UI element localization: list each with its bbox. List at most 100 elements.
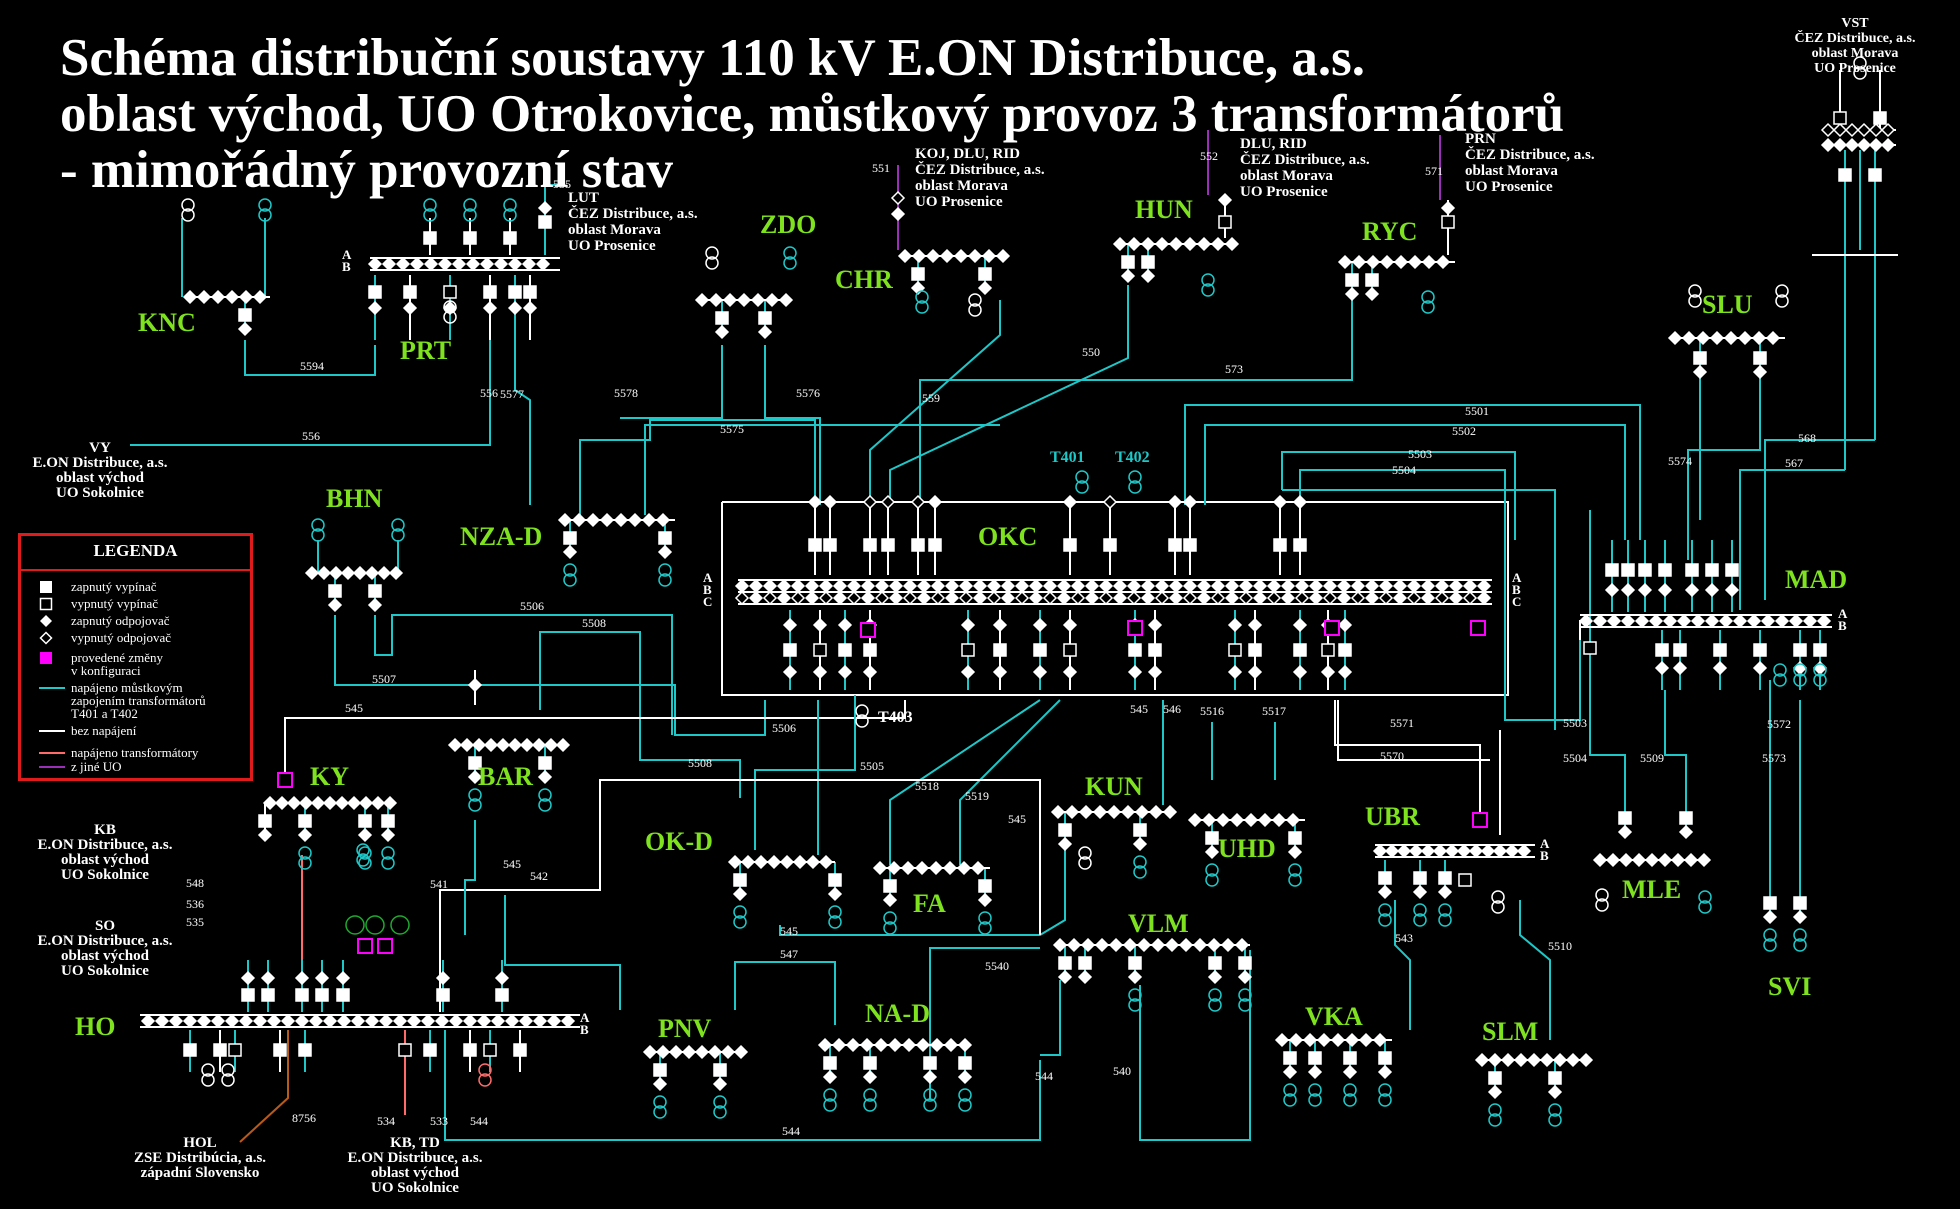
- closed-disconnector-icon[interactable]: [1440, 200, 1456, 216]
- open-disconnector-icon[interactable]: [1820, 122, 1836, 138]
- closed-disconnector-icon[interactable]: [776, 590, 792, 606]
- closed-disconnector-icon[interactable]: [224, 1013, 240, 1029]
- closed-disconnector-icon[interactable]: [1377, 884, 1393, 900]
- closed-disconnector-icon[interactable]: [376, 565, 392, 581]
- closed-disconnector-icon[interactable]: [1606, 613, 1622, 629]
- closed-disconnector-icon[interactable]: [1377, 1064, 1393, 1080]
- closed-disconnector-icon[interactable]: [1178, 937, 1194, 953]
- closed-disconnector-icon[interactable]: [237, 321, 253, 337]
- transformer-icon[interactable]: [978, 911, 992, 935]
- closed-breaker-icon[interactable]: [336, 988, 350, 1002]
- closed-disconnector-icon[interactable]: [1676, 613, 1692, 629]
- closed-disconnector-icon[interactable]: [435, 970, 451, 986]
- closed-disconnector-icon[interactable]: [1407, 254, 1423, 270]
- closed-disconnector-icon[interactable]: [334, 795, 350, 811]
- closed-disconnector-icon[interactable]: [1140, 268, 1156, 284]
- closed-disconnector-icon[interactable]: [1070, 578, 1086, 594]
- closed-disconnector-icon[interactable]: [1134, 804, 1150, 820]
- closed-disconnector-icon[interactable]: [409, 256, 425, 272]
- closed-disconnector-icon[interactable]: [942, 860, 958, 876]
- closed-breaker-icon[interactable]: [368, 285, 382, 299]
- closed-breaker-icon[interactable]: [1618, 811, 1632, 825]
- closed-disconnector-icon[interactable]: [1378, 578, 1394, 594]
- transformer-icon[interactable]: [538, 788, 552, 812]
- closed-disconnector-icon[interactable]: [655, 1044, 671, 1060]
- closed-disconnector-icon[interactable]: [782, 617, 798, 633]
- closed-disconnector-icon[interactable]: [1788, 613, 1804, 629]
- closed-breaker-icon[interactable]: [403, 285, 417, 299]
- closed-disconnector-icon[interactable]: [900, 860, 916, 876]
- open-disconnector-icon[interactable]: [1856, 122, 1872, 138]
- closed-disconnector-icon[interactable]: [1238, 578, 1254, 594]
- closed-disconnector-icon[interactable]: [874, 578, 890, 594]
- closed-disconnector-icon[interactable]: [764, 292, 780, 308]
- closed-breaker-icon[interactable]: [863, 643, 877, 657]
- closed-disconnector-icon[interactable]: [1844, 137, 1860, 153]
- closed-disconnector-icon[interactable]: [943, 1037, 959, 1053]
- closed-disconnector-icon[interactable]: [1084, 578, 1100, 594]
- transformer-icon[interactable]: [1078, 846, 1092, 870]
- closed-disconnector-icon[interactable]: [1448, 590, 1464, 606]
- closed-breaker-icon[interactable]: [1103, 538, 1117, 552]
- closed-breaker-icon[interactable]: [1238, 956, 1252, 970]
- closed-breaker-icon[interactable]: [1058, 956, 1072, 970]
- closed-disconnector-icon[interactable]: [736, 292, 752, 308]
- closed-disconnector-icon[interactable]: [655, 512, 671, 528]
- closed-disconnector-icon[interactable]: [1056, 590, 1072, 606]
- closed-disconnector-icon[interactable]: [451, 256, 467, 272]
- closed-disconnector-icon[interactable]: [1832, 137, 1848, 153]
- open-disconnector-icon[interactable]: [1014, 590, 1030, 606]
- closed-disconnector-icon[interactable]: [521, 256, 537, 272]
- closed-disconnector-icon[interactable]: [1578, 1052, 1594, 1068]
- closed-disconnector-icon[interactable]: [1271, 812, 1287, 828]
- closed-disconnector-icon[interactable]: [1592, 613, 1608, 629]
- closed-disconnector-icon[interactable]: [1127, 664, 1143, 680]
- closed-disconnector-icon[interactable]: [1148, 804, 1164, 820]
- closed-breaker-icon[interactable]: [423, 1043, 437, 1057]
- closed-disconnector-icon[interactable]: [1684, 582, 1700, 598]
- closed-breaker-icon[interactable]: [298, 1043, 312, 1057]
- closed-disconnector-icon[interactable]: [196, 1013, 212, 1029]
- closed-disconnector-icon[interactable]: [1247, 664, 1263, 680]
- closed-breaker-icon[interactable]: [213, 1043, 227, 1057]
- closed-disconnector-icon[interactable]: [1406, 578, 1422, 594]
- open-disconnector-icon[interactable]: [874, 590, 890, 606]
- closed-disconnector-icon[interactable]: [1468, 843, 1484, 859]
- transformer-icon[interactable]: [1283, 1083, 1297, 1107]
- closed-disconnector-icon[interactable]: [812, 664, 828, 680]
- closed-breaker-icon[interactable]: [1621, 563, 1635, 577]
- closed-disconnector-icon[interactable]: [316, 565, 332, 581]
- closed-disconnector-icon[interactable]: [1196, 590, 1212, 606]
- closed-breaker-icon[interactable]: [538, 215, 552, 229]
- closed-disconnector-icon[interactable]: [1224, 590, 1240, 606]
- transformer-icon[interactable]: [358, 846, 372, 870]
- transformer-icon[interactable]: [1438, 903, 1452, 927]
- config-change-icon[interactable]: [1127, 620, 1143, 636]
- closed-disconnector-icon[interactable]: [388, 565, 404, 581]
- open-disconnector-icon[interactable]: [1126, 590, 1142, 606]
- closed-disconnector-icon[interactable]: [437, 256, 453, 272]
- closed-disconnector-icon[interactable]: [1154, 578, 1170, 594]
- closed-breaker-icon[interactable]: [1693, 351, 1707, 365]
- closed-breaker-icon[interactable]: [1838, 168, 1852, 182]
- closed-breaker-icon[interactable]: [978, 267, 992, 281]
- closed-disconnector-icon[interactable]: [886, 860, 902, 876]
- closed-disconnector-icon[interactable]: [1247, 617, 1263, 633]
- closed-disconnector-icon[interactable]: [310, 795, 326, 811]
- closed-disconnector-icon[interactable]: [182, 289, 198, 305]
- closed-breaker-icon[interactable]: [1763, 896, 1777, 910]
- open-disconnector-icon[interactable]: [846, 590, 862, 606]
- closed-breaker-icon[interactable]: [436, 988, 450, 1002]
- closed-disconnector-icon[interactable]: [882, 892, 898, 908]
- closed-breaker-icon[interactable]: [863, 1056, 877, 1070]
- closed-disconnector-icon[interactable]: [1474, 1052, 1490, 1068]
- closed-disconnector-icon[interactable]: [1210, 578, 1226, 594]
- closed-disconnector-icon[interactable]: [1448, 578, 1464, 594]
- closed-disconnector-icon[interactable]: [1288, 1032, 1304, 1048]
- closed-breaker-icon[interactable]: [1685, 563, 1699, 577]
- closed-disconnector-icon[interactable]: [1880, 137, 1896, 153]
- closed-disconnector-icon[interactable]: [757, 324, 773, 340]
- closed-disconnector-icon[interactable]: [1136, 937, 1152, 953]
- closed-disconnector-icon[interactable]: [210, 289, 226, 305]
- closed-breaker-icon[interactable]: [483, 285, 497, 299]
